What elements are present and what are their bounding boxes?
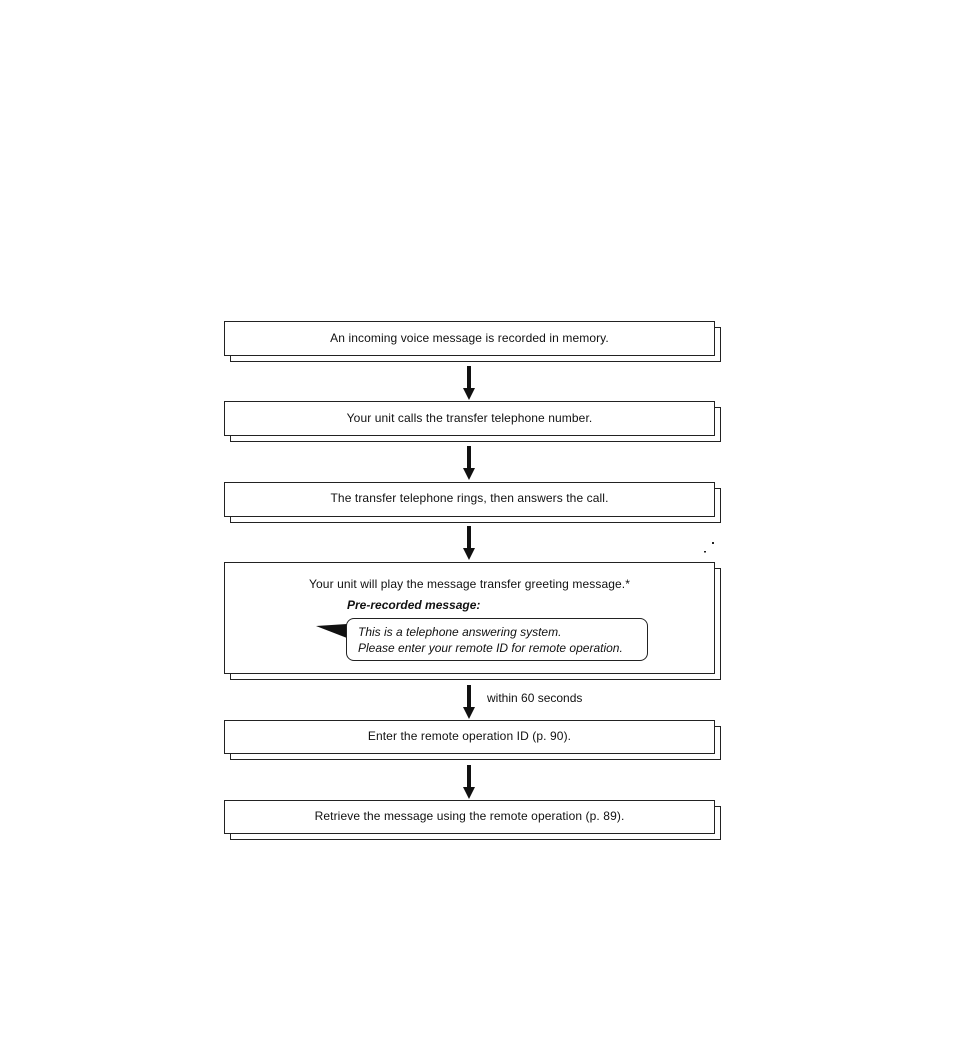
arrow-down-icon xyxy=(463,366,475,400)
flow-step-1-text: An incoming voice message is recorded in… xyxy=(330,331,609,345)
greeting-line-2: Please enter your remote ID for remote o… xyxy=(358,641,623,655)
arrow-down-icon xyxy=(463,446,475,480)
flow-step-5-text: Enter the remote operation ID (p. 90). xyxy=(367,729,572,743)
flow-step-4-text: Your unit will play the message transfer… xyxy=(309,577,630,591)
flow-step-6-text: Retrieve the message using the remote op… xyxy=(314,809,625,823)
speech-pointer-icon xyxy=(316,624,348,643)
greeting-bubble: This is a telephone answering system. Pl… xyxy=(346,618,648,661)
flow-step-3: The transfer telephone rings, then answe… xyxy=(224,482,715,517)
flow-step-2: Your unit calls the transfer telephone n… xyxy=(224,401,715,436)
flow-step-6: Retrieve the message using the remote op… xyxy=(224,800,715,834)
arrow-down-icon xyxy=(463,685,475,719)
greeting-heading: Pre-recorded message: xyxy=(347,598,481,612)
flow-step-1: An incoming voice message is recorded in… xyxy=(224,321,715,356)
scan-specks xyxy=(703,541,717,560)
arrow-down-icon xyxy=(463,765,475,799)
greeting-line-1: This is a telephone answering system. xyxy=(358,625,562,639)
flow-step-3-text: The transfer telephone rings, then answe… xyxy=(330,491,609,505)
flow-step-2-text: Your unit calls the transfer telephone n… xyxy=(346,411,593,425)
flow-step-5: Enter the remote operation ID (p. 90). xyxy=(224,720,715,754)
arrow-down-icon xyxy=(463,526,475,560)
timeout-note: within 60 seconds xyxy=(487,691,583,705)
